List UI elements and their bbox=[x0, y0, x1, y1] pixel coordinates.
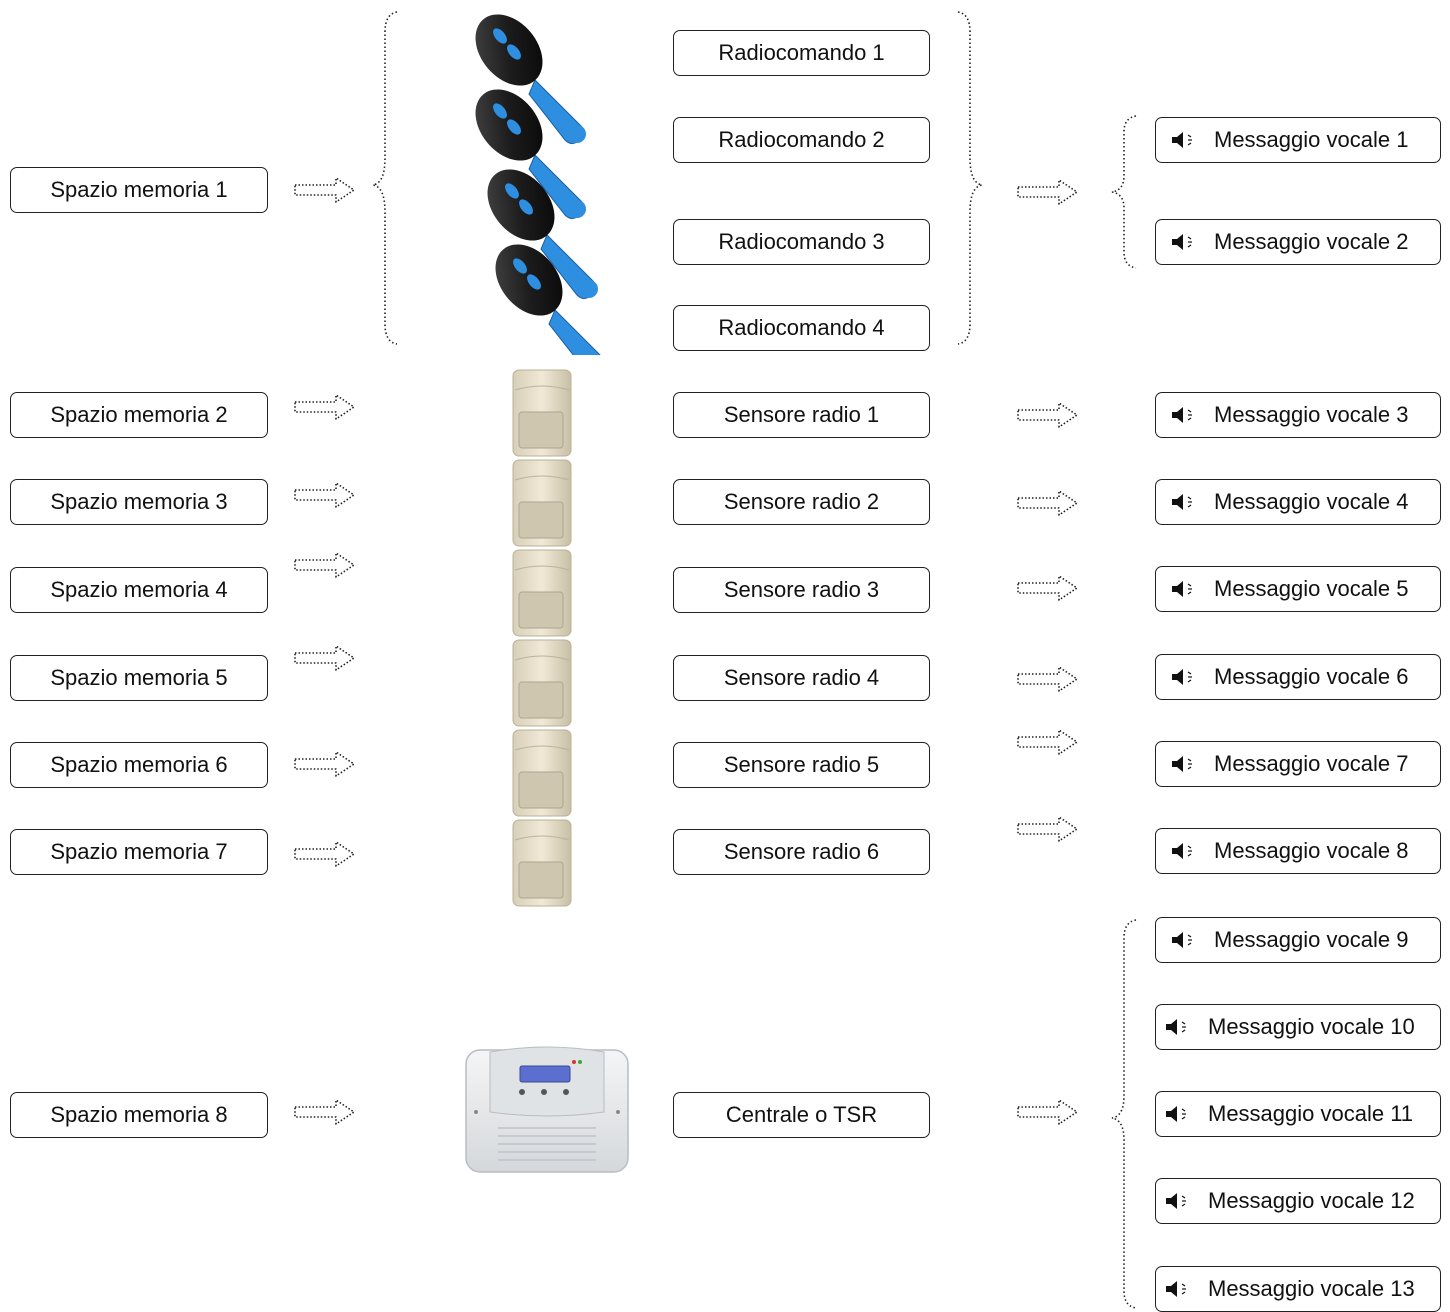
voice-message-label: Messaggio vocale 8 bbox=[1214, 838, 1409, 863]
voice-message-label: Messaggio vocale 12 bbox=[1208, 1188, 1415, 1213]
device-remote-4: Radiocomando 4 bbox=[673, 305, 930, 351]
speaker-icon bbox=[1170, 130, 1200, 150]
arrow-right-icon bbox=[1017, 666, 1078, 692]
voice-message-label: Messaggio vocale 3 bbox=[1214, 402, 1409, 427]
voice-message-label: Messaggio vocale 5 bbox=[1214, 576, 1409, 601]
speaker-icon bbox=[1170, 667, 1200, 687]
voice-message-10: Messaggio vocale 10 bbox=[1155, 1004, 1441, 1050]
left-brace-messages-9-13 bbox=[1111, 919, 1137, 1309]
voice-message-label: Messaggio vocale 2 bbox=[1214, 229, 1409, 254]
speaker-icon bbox=[1164, 1191, 1194, 1211]
speaker-icon bbox=[1170, 405, 1200, 425]
device-sensor-2: Sensore radio 2 bbox=[673, 479, 930, 525]
device-control-panel: Centrale o TSR bbox=[673, 1092, 930, 1138]
memory-slot-6: Spazio memoria 6 bbox=[10, 742, 268, 788]
speaker-icon bbox=[1170, 579, 1200, 599]
voice-message-label: Messaggio vocale 10 bbox=[1208, 1014, 1415, 1039]
arrow-right-icon bbox=[1017, 402, 1078, 428]
device-sensor-4: Sensore radio 4 bbox=[673, 655, 930, 701]
voice-message-1: Messaggio vocale 1 bbox=[1155, 117, 1441, 163]
device-sensor-1: Sensore radio 1 bbox=[673, 392, 930, 438]
alarm-control-panel-icon bbox=[465, 1046, 629, 1173]
device-remote-2: Radiocomando 2 bbox=[673, 117, 930, 163]
arrow-right-icon bbox=[294, 645, 355, 671]
arrow-right-icon bbox=[294, 751, 355, 777]
arrow-right-icon bbox=[1017, 1099, 1078, 1125]
arrow-right-icon bbox=[1017, 490, 1078, 516]
arrow-right-icon bbox=[294, 552, 355, 578]
voice-message-label: Messaggio vocale 9 bbox=[1214, 927, 1409, 952]
voice-message-12: Messaggio vocale 12 bbox=[1155, 1178, 1441, 1224]
speaker-icon bbox=[1170, 930, 1200, 950]
voice-message-4: Messaggio vocale 4 bbox=[1155, 479, 1441, 525]
voice-message-label: Messaggio vocale 1 bbox=[1214, 127, 1409, 152]
speaker-icon bbox=[1164, 1017, 1194, 1037]
arrow-right-icon bbox=[294, 394, 355, 420]
left-brace-messages-1-2 bbox=[1111, 115, 1137, 269]
voice-message-label: Messaggio vocale 6 bbox=[1214, 664, 1409, 689]
voice-message-label: Messaggio vocale 11 bbox=[1208, 1101, 1414, 1126]
memory-slot-1: Spazio memoria 1 bbox=[10, 167, 268, 213]
arrow-right-icon bbox=[1017, 816, 1078, 842]
left-brace-remotes bbox=[372, 11, 398, 345]
speaker-icon bbox=[1164, 1279, 1194, 1299]
device-sensor-3: Sensore radio 3 bbox=[673, 567, 930, 613]
arrow-right-icon bbox=[294, 1099, 355, 1125]
memory-slot-4: Spazio memoria 4 bbox=[10, 567, 268, 613]
voice-message-6: Messaggio vocale 6 bbox=[1155, 654, 1441, 700]
voice-message-label: Messaggio vocale 4 bbox=[1214, 489, 1409, 514]
voice-message-label: Messaggio vocale 7 bbox=[1214, 751, 1409, 776]
voice-message-5: Messaggio vocale 5 bbox=[1155, 566, 1441, 612]
voice-message-2: Messaggio vocale 2 bbox=[1155, 219, 1441, 265]
speaker-icon bbox=[1164, 1104, 1194, 1124]
speaker-icon bbox=[1170, 754, 1200, 774]
right-brace-remotes bbox=[957, 11, 983, 345]
device-sensor-6: Sensore radio 6 bbox=[673, 829, 930, 875]
voice-message-13: Messaggio vocale 13 bbox=[1155, 1266, 1441, 1312]
memory-slot-7: Spazio memoria 7 bbox=[10, 829, 268, 875]
voice-message-3: Messaggio vocale 3 bbox=[1155, 392, 1441, 438]
speaker-icon bbox=[1170, 841, 1200, 861]
pir-motion-sensor-icon bbox=[512, 369, 572, 907]
voice-message-8: Messaggio vocale 8 bbox=[1155, 828, 1441, 874]
memory-slot-3: Spazio memoria 3 bbox=[10, 479, 268, 525]
memory-slot-8: Spazio memoria 8 bbox=[10, 1092, 268, 1138]
memory-slot-2: Spazio memoria 2 bbox=[10, 392, 268, 438]
arrow-right-icon bbox=[294, 841, 355, 867]
arrow-right-icon bbox=[1017, 179, 1078, 205]
voice-message-label: Messaggio vocale 13 bbox=[1208, 1276, 1415, 1301]
voice-message-9: Messaggio vocale 9 bbox=[1155, 917, 1441, 963]
speaker-icon bbox=[1170, 232, 1200, 252]
arrow-right-icon bbox=[294, 177, 355, 203]
arrow-right-icon bbox=[1017, 729, 1078, 755]
device-remote-1: Radiocomando 1 bbox=[673, 30, 930, 76]
arrow-right-icon bbox=[294, 482, 355, 508]
device-remote-3: Radiocomando 3 bbox=[673, 219, 930, 265]
voice-message-11: Messaggio vocale 11 bbox=[1155, 1091, 1441, 1137]
remote-control-keyfob-icon bbox=[465, 10, 605, 355]
memory-slot-5: Spazio memoria 5 bbox=[10, 655, 268, 701]
voice-message-7: Messaggio vocale 7 bbox=[1155, 741, 1441, 787]
device-sensor-5: Sensore radio 5 bbox=[673, 742, 930, 788]
speaker-icon bbox=[1170, 492, 1200, 512]
arrow-right-icon bbox=[1017, 575, 1078, 601]
